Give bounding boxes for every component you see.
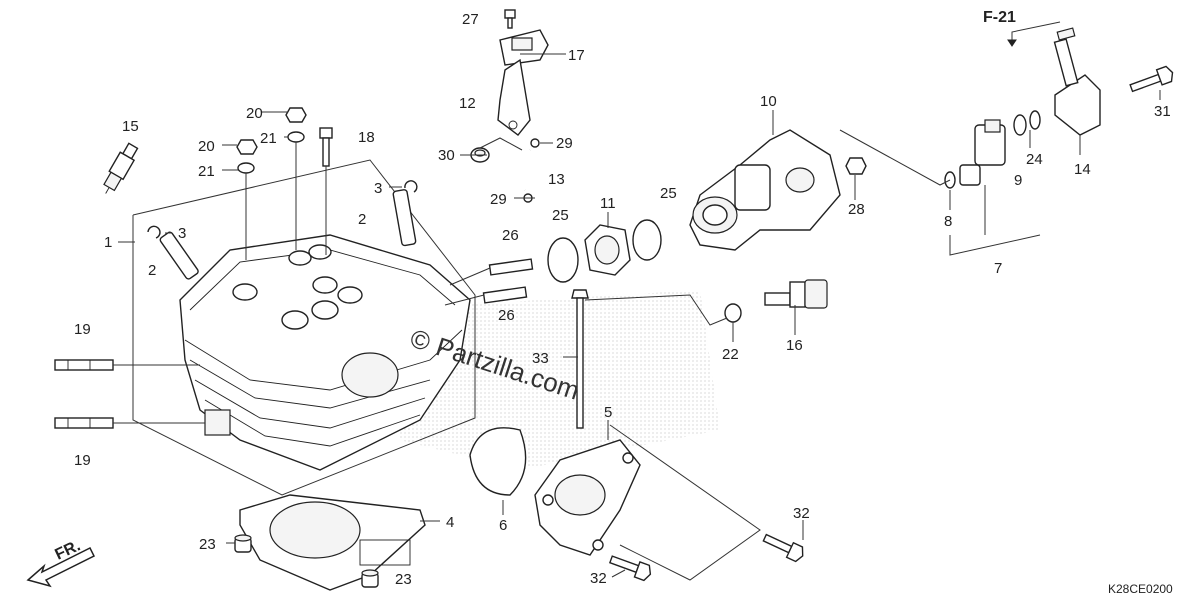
callout-26[interactable]: 26 bbox=[502, 227, 519, 244]
o-ring-25-right[interactable] bbox=[632, 219, 662, 261]
washer-21-lower[interactable] bbox=[237, 162, 255, 174]
callout-20[interactable]: 20 bbox=[198, 138, 215, 155]
callout-16[interactable]: 16 bbox=[786, 337, 803, 354]
shading-area bbox=[380, 290, 720, 470]
stud-26-lower[interactable] bbox=[482, 286, 528, 304]
callout-1[interactable]: 1 bbox=[104, 234, 112, 251]
intake-manifold-10[interactable] bbox=[689, 129, 841, 251]
seal-24-a[interactable] bbox=[1013, 114, 1027, 136]
group-bracket-head bbox=[132, 159, 476, 496]
svg-text:F-21: F-21 bbox=[983, 9, 1016, 26]
diagram-code: K28CE0200 bbox=[1108, 582, 1173, 596]
callout-23[interactable]: 23 bbox=[199, 536, 216, 553]
seal-24-b[interactable] bbox=[1029, 110, 1041, 130]
callout-2[interactable]: 2 bbox=[358, 211, 366, 228]
hose-13[interactable] bbox=[520, 149, 532, 191]
callout-12[interactable]: 12 bbox=[459, 95, 476, 112]
callout-32[interactable]: 32 bbox=[590, 570, 607, 587]
insulator-11[interactable] bbox=[584, 224, 631, 276]
callout-25[interactable]: 25 bbox=[660, 185, 677, 202]
callout-11[interactable]: 11 bbox=[600, 195, 616, 212]
callout-6[interactable]: 6 bbox=[499, 517, 507, 534]
callout-28[interactable]: 28 bbox=[848, 201, 865, 218]
callout-21[interactable]: 21 bbox=[260, 130, 277, 147]
gasket-6[interactable] bbox=[469, 427, 527, 496]
reference-f21: F-21 bbox=[983, 9, 1061, 47]
callout-9[interactable]: 9 bbox=[1014, 172, 1022, 189]
bracket-12[interactable] bbox=[497, 58, 531, 136]
callout-22[interactable]: 22 bbox=[722, 346, 739, 363]
callout-26[interactable]: 26 bbox=[498, 307, 515, 324]
callout-24[interactable]: 24 bbox=[1026, 151, 1043, 168]
nut-28[interactable] bbox=[845, 157, 867, 175]
callout-3[interactable]: 3 bbox=[178, 225, 186, 242]
callout-29[interactable]: 29 bbox=[556, 135, 573, 152]
screw-27[interactable] bbox=[504, 9, 516, 29]
callout-19[interactable]: 19 bbox=[74, 321, 91, 338]
callout-23[interactable]: 23 bbox=[395, 571, 412, 588]
callout-14[interactable]: 14 bbox=[1074, 161, 1091, 178]
dowel-23-left[interactable] bbox=[234, 534, 252, 553]
nut-20-lower[interactable] bbox=[236, 139, 258, 155]
valve-guide-left[interactable] bbox=[159, 231, 199, 280]
front-direction-arrow: FR. bbox=[26, 537, 96, 588]
dowel-23-right[interactable] bbox=[361, 569, 379, 588]
cover-5[interactable] bbox=[534, 439, 641, 556]
bolt-32-right[interactable] bbox=[761, 531, 806, 563]
callout-21[interactable]: 21 bbox=[198, 163, 215, 180]
callout-2[interactable]: 2 bbox=[148, 262, 156, 279]
callout-8[interactable]: 8 bbox=[944, 213, 952, 230]
callout-4[interactable]: 4 bbox=[446, 514, 454, 531]
head-gasket-4[interactable] bbox=[239, 494, 426, 591]
clip-right[interactable] bbox=[404, 180, 418, 193]
callout-29[interactable]: 29 bbox=[490, 191, 507, 208]
clip-left[interactable] bbox=[147, 225, 161, 239]
clamp-29-upper[interactable] bbox=[530, 138, 540, 148]
fuel-injector-9[interactable] bbox=[959, 119, 1006, 186]
spark-plug[interactable] bbox=[99, 142, 140, 198]
callout-17[interactable]: 17 bbox=[568, 47, 585, 64]
callout-32[interactable]: 32 bbox=[793, 505, 810, 522]
cylinder-head[interactable] bbox=[179, 234, 471, 471]
valve-guide-right[interactable] bbox=[392, 189, 417, 247]
stud-19-upper[interactable] bbox=[54, 359, 114, 371]
callout-31[interactable]: 31 bbox=[1154, 103, 1171, 120]
callout-25[interactable]: 25 bbox=[552, 207, 569, 224]
bolt-31[interactable] bbox=[1128, 65, 1175, 95]
callout-13[interactable]: 13 bbox=[548, 171, 565, 188]
bolt-18[interactable] bbox=[319, 127, 333, 167]
callout-5[interactable]: 5 bbox=[604, 404, 612, 421]
callout-15[interactable]: 15 bbox=[122, 118, 139, 135]
temp-sensor-16[interactable] bbox=[764, 279, 828, 309]
callout-33[interactable]: 33 bbox=[532, 350, 549, 367]
leader-lines bbox=[118, 53, 1161, 578]
o-ring-25-left[interactable] bbox=[547, 237, 579, 283]
washer-21-upper[interactable] bbox=[287, 131, 305, 143]
washer-22[interactable] bbox=[724, 303, 742, 323]
callout-27[interactable]: 27 bbox=[462, 11, 479, 28]
callout-30[interactable]: 30 bbox=[438, 147, 455, 164]
stud-26-upper[interactable] bbox=[488, 258, 534, 276]
callout-18[interactable]: 18 bbox=[358, 129, 375, 146]
fuel-pipe-14[interactable] bbox=[1053, 27, 1101, 136]
callout-3[interactable]: 3 bbox=[374, 180, 382, 197]
callout-20[interactable]: 20 bbox=[246, 105, 263, 122]
nut-20-upper[interactable] bbox=[285, 107, 307, 123]
callout-19[interactable]: 19 bbox=[74, 452, 91, 469]
stud-19-lower[interactable] bbox=[54, 417, 114, 429]
callouts: 27 17 12 29 30 13 29 10 25 25 11 28 26 2… bbox=[74, 11, 1171, 588]
callout-10[interactable]: 10 bbox=[760, 93, 777, 110]
sensor-17[interactable] bbox=[499, 29, 549, 66]
bolt-32-lower[interactable] bbox=[608, 552, 653, 582]
callout-7[interactable]: 7 bbox=[994, 260, 1002, 277]
bolt-33[interactable] bbox=[571, 289, 589, 429]
